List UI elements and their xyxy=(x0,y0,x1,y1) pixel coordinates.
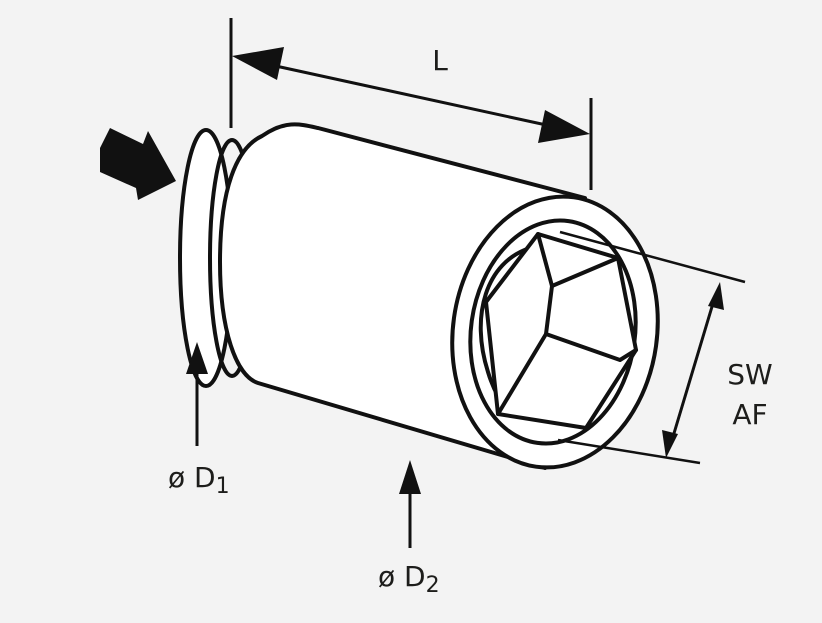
d1-label-subscript: 1 xyxy=(216,474,230,499)
length-arrowhead-right xyxy=(538,110,590,143)
d1-label-prefix: ø D xyxy=(168,461,216,494)
af-arrowhead-top xyxy=(708,282,724,310)
length-dimension: L xyxy=(229,18,593,190)
af-extension-bottom xyxy=(557,438,701,465)
across-flats-dimension: SW AF xyxy=(557,230,773,465)
d2-label-prefix: ø D xyxy=(378,560,426,593)
d1-dimension: ø D1 xyxy=(168,342,230,499)
drive-direction-arrow xyxy=(100,128,176,200)
length-arrowhead-left xyxy=(232,47,284,80)
hex-inner-edge xyxy=(496,332,548,416)
af-arrowhead-bottom xyxy=(662,430,678,458)
d2-label-subscript: 2 xyxy=(426,573,440,598)
length-dimension-line xyxy=(261,61,561,130)
d2-dimension: ø D2 xyxy=(378,460,440,598)
af-label: AF xyxy=(732,398,767,431)
d2-pointer-arrowhead xyxy=(399,460,421,494)
sw-label: SW xyxy=(727,358,772,391)
length-label: L xyxy=(432,44,448,77)
af-extension-top xyxy=(559,230,746,284)
d2-label: ø D2 xyxy=(378,560,440,598)
d1-label: ø D1 xyxy=(168,461,230,499)
d1-pointer-arrowhead xyxy=(186,342,208,374)
socket-body xyxy=(178,122,660,470)
af-dimension-line xyxy=(670,299,716,441)
hex-inner-edge-2 xyxy=(550,256,620,288)
